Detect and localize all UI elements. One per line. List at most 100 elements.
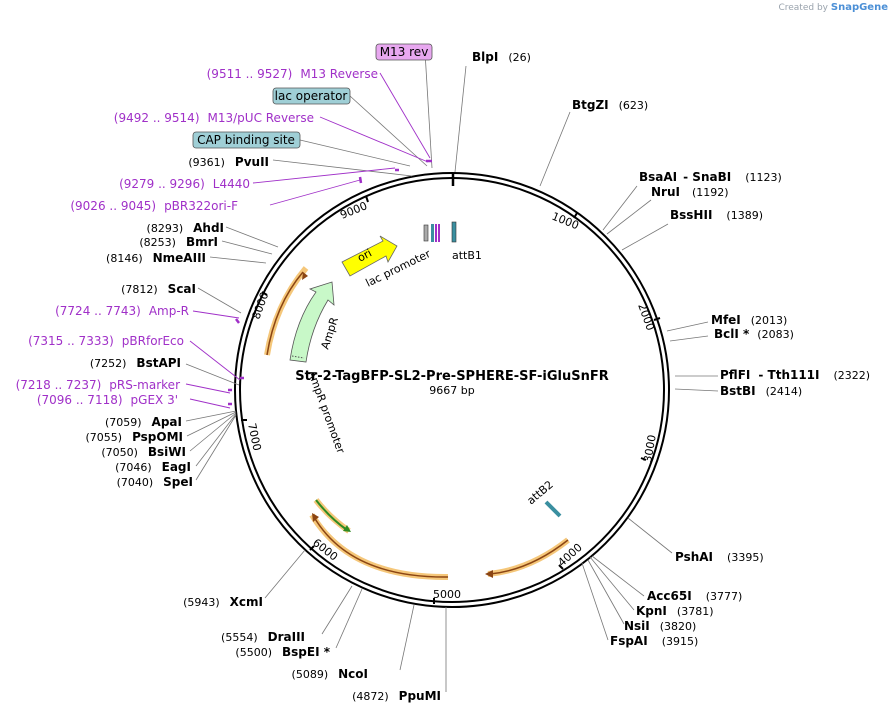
primer-name: M13 Reverse	[300, 67, 378, 81]
enzyme-apai: (7059)ApaI	[105, 415, 182, 429]
enzyme-name: BstAPI	[136, 356, 181, 370]
plasmid-length: 9667 bp	[429, 384, 474, 397]
enzyme-name: BlpI	[472, 50, 498, 64]
enzyme-bsshii: BssHII(1389)	[670, 208, 763, 222]
green-feature-arrowhead	[343, 525, 351, 532]
lac-operator-box-bg	[272, 87, 351, 105]
enzyme-pos: (7046)	[115, 461, 152, 474]
primer-name: pBRforEco	[122, 334, 184, 348]
enzyme-bmri: (8253)BmrI	[139, 235, 218, 249]
enzyme-pos: (5554)	[221, 631, 258, 644]
primer-leader-m13-puc	[319, 116, 429, 163]
enzyme-name: BspEI *	[282, 645, 331, 659]
enzyme-pos: (3777)	[706, 590, 743, 603]
enzyme-ppumi: (4872)PpuMI	[352, 689, 441, 703]
leader-spei	[195, 414, 237, 481]
enzyme-bsaai: BsaAI- SnaBI(1123)	[639, 170, 782, 184]
enzyme-btgzi: BtgZI(623)	[572, 98, 648, 112]
enzyme-name: PflFI	[720, 368, 750, 382]
enzyme-name: BsiWI	[148, 445, 186, 459]
enzyme-pos: (7050)	[101, 446, 138, 459]
leader-draiii	[321, 585, 353, 635]
leader-bcli	[669, 335, 709, 342]
green-feature	[315, 499, 348, 531]
enzyme-pos: (5943)	[183, 596, 220, 609]
enzyme-xcmi: (5943) XcmI	[183, 595, 263, 609]
lac-operator-box-label: lac operator	[272, 87, 351, 105]
primer-range: (7218 .. 7237)	[16, 378, 102, 392]
orange-feature-bottom-arrowhead	[312, 513, 319, 522]
enzyme-extra: - SnaBI	[683, 170, 731, 184]
created-by-credit: Created by SnapGene	[778, 2, 888, 13]
leader-bmri	[221, 240, 273, 255]
enzyme-pos: (7040)	[117, 476, 154, 489]
enzyme-pos: (7812)	[121, 283, 158, 296]
tick-marks	[241, 195, 661, 604]
tick-label-3000: 3000	[641, 434, 659, 464]
tick-2000	[653, 317, 661, 321]
plasmid-title: Str-2-TagBFP-SL2-Pre-SPHERE-SF-iGluSnFR	[295, 369, 608, 384]
enzyme-name: PvuII	[235, 155, 269, 169]
tick-3000	[640, 457, 647, 461]
leader-bsaai	[602, 185, 638, 231]
m13-rev-box-bg	[375, 43, 433, 61]
enzyme-name: XcmI	[230, 595, 263, 609]
attb2-label: attB2	[525, 478, 556, 507]
m13-rev-box: M13 rev	[375, 43, 433, 61]
leader-cap	[299, 139, 411, 167]
primer-name: pGEX 3'	[131, 393, 178, 407]
orange-feature-left-core	[266, 271, 304, 356]
enzyme-scai: (7812)ScaI	[121, 282, 196, 296]
enzyme-nsii: NsiI(3820)	[624, 619, 696, 633]
enzyme-name: MfeI	[711, 313, 741, 327]
enzyme-name: NmeAIII	[153, 251, 206, 265]
leader-btgzi	[539, 111, 571, 187]
orange-feature-right-arrowhead	[485, 570, 493, 578]
enzyme-extra: - Tth111I	[758, 368, 819, 382]
enzyme-pos: (623)	[619, 99, 649, 112]
m13-box	[435, 224, 437, 242]
primer-m13-reverse: (9511 .. 9527) M13 Reverse	[207, 67, 378, 81]
enzyme-pos: (2322)	[834, 369, 871, 382]
orange-feature-right-core	[489, 539, 569, 575]
enzyme-labels-left: (4872)PpuMI (5089)NcoI (5500)BspEI * (55…	[85, 155, 441, 703]
primer-range: (9492 .. 9514)	[114, 111, 200, 125]
enzyme-name: PshAI	[675, 550, 713, 564]
enzyme-fspai: FspAI(3915)	[610, 634, 698, 648]
leader-lac-operator	[349, 95, 428, 167]
tick-1000	[573, 212, 578, 219]
snapgene-brand: SnapGene	[830, 2, 888, 13]
enzyme-name: NsiI	[624, 619, 650, 633]
primer-name: Amp-R	[149, 304, 189, 318]
primer-name: L4440	[213, 177, 250, 191]
primer-leader-l4440	[252, 167, 396, 184]
leader-bstbi	[674, 388, 719, 392]
primer-name: M13/pUC Reverse	[208, 111, 315, 125]
credit-prefix: Created by	[778, 3, 828, 13]
primer-leader-m13-reverse	[379, 72, 431, 159]
enzyme-pos: (2013)	[751, 314, 788, 327]
orange-feature-bottom-core	[313, 516, 449, 578]
m13-rev-label: M13 rev	[380, 45, 429, 59]
leader-ahdi	[225, 226, 279, 248]
ampr-promoter-marker	[291, 355, 305, 359]
primer-range: (7096 .. 7118)	[37, 393, 123, 407]
enzyme-name: Acc65I	[647, 589, 692, 603]
enzyme-nmeaiii: (8146)NmeAIII	[106, 251, 206, 265]
leader-scai	[197, 287, 242, 314]
ampr-feature	[289, 281, 335, 363]
leader-nsii	[587, 559, 625, 625]
primer-leader-pbrforeco	[189, 340, 241, 381]
tick-label-8000: 8000	[250, 290, 272, 321]
enzyme-pos: (2414)	[766, 385, 803, 398]
primer-mark-ampr	[235, 318, 240, 324]
enzyme-name: PspOMI	[132, 430, 183, 444]
leader-mfei	[666, 321, 709, 332]
primer-range: (9026 .. 9045)	[70, 199, 156, 213]
enzyme-drui: NruI(1192)	[651, 185, 729, 199]
tick-label-7000: 7000	[245, 422, 264, 452]
enzyme-blpi: BlpI(26)	[472, 50, 531, 64]
leader-nmeaiii	[209, 256, 267, 264]
primer-range: (9511 .. 9527)	[207, 67, 293, 81]
enzyme-pos: (7055)	[85, 431, 122, 444]
